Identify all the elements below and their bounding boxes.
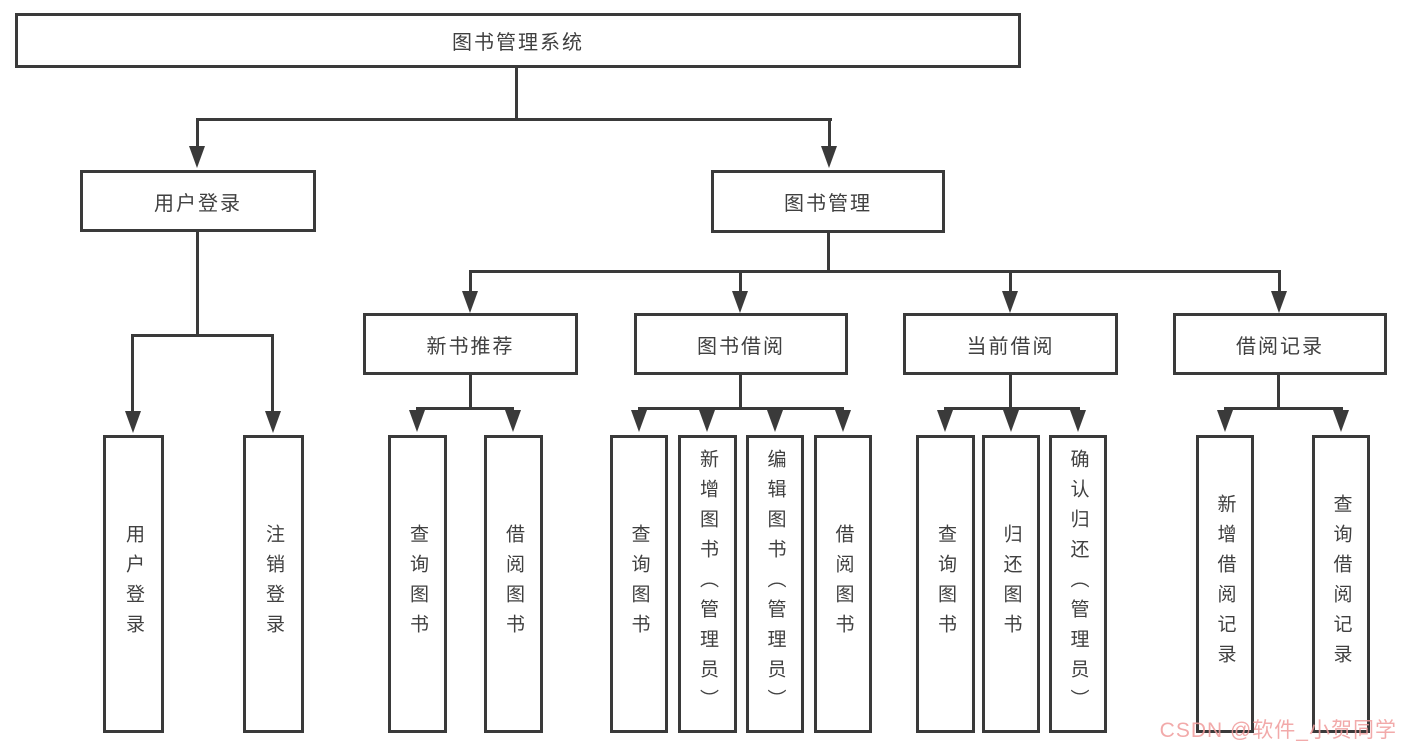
arrow-down-icon <box>125 411 141 433</box>
arrow-down-icon <box>189 146 205 168</box>
arrow-down-icon <box>767 410 783 432</box>
connector-line <box>944 407 1080 410</box>
csdn-watermark: CSDN @软件_小贺同学 <box>1159 719 1397 742</box>
arrow-down-icon <box>409 410 425 432</box>
node-label: 借阅图书 <box>832 524 854 644</box>
arrow-down-icon <box>1003 410 1019 432</box>
node-label: 查询图书 <box>628 524 650 644</box>
leaf-query-borrow-record: 查询借阅记录 <box>1312 435 1370 733</box>
arrow-down-icon <box>1002 291 1018 313</box>
arrow-down-icon <box>937 410 953 432</box>
connector-line <box>469 375 472 410</box>
leaf-borrow-books-borrowing: 借阅图书 <box>814 435 872 733</box>
arrow-down-icon <box>265 411 281 433</box>
connector-line <box>638 407 844 410</box>
node-label: 借阅记录 <box>1236 335 1324 358</box>
leaf-confirm-return-admin: 确认归还（管理员） <box>1049 435 1107 733</box>
connector-line <box>469 270 472 292</box>
node-label: 查询借阅记录 <box>1330 494 1352 674</box>
connector-line <box>1277 375 1280 410</box>
connector-line <box>131 334 134 412</box>
leaf-logout: 注销登录 <box>243 435 304 733</box>
node-label: 图书借阅 <box>697 335 785 358</box>
node-label: 编辑图书（管理员） <box>764 449 786 719</box>
node-label: 图书管理 <box>784 193 872 215</box>
connector-line <box>1278 270 1281 292</box>
node-label: 新增借阅记录 <box>1214 494 1236 674</box>
connector-line <box>1009 375 1012 410</box>
node-label: 用户登录 <box>123 524 144 644</box>
connector-line <box>196 232 199 337</box>
node-label: 查询图书 <box>407 524 428 644</box>
arrow-down-icon <box>1333 410 1349 432</box>
arrow-down-icon <box>462 291 478 313</box>
node-label: 新增图书（管理员） <box>697 449 718 719</box>
node-label: 确认归还（管理员） <box>1067 449 1089 719</box>
node-book-management: 图书管理 <box>711 170 945 233</box>
leaf-add-book-admin: 新增图书（管理员） <box>678 435 737 733</box>
arrow-down-icon <box>699 410 715 432</box>
leaf-borrow-books-recommend: 借阅图书 <box>484 435 543 733</box>
connector-line <box>132 334 274 337</box>
leaf-add-borrow-record: 新增借阅记录 <box>1196 435 1254 733</box>
node-label: 图书管理系统 <box>452 32 584 54</box>
arrow-down-icon <box>1070 410 1086 432</box>
node-book-borrowing: 图书借阅 <box>634 313 848 375</box>
connector-line <box>196 118 832 121</box>
leaf-query-books-recommend: 查询图书 <box>388 435 447 733</box>
leaf-return-books: 归还图书 <box>982 435 1040 733</box>
connector-line <box>1224 407 1343 410</box>
arrow-down-icon <box>1271 291 1287 313</box>
connector-line <box>469 270 1281 273</box>
connector-line <box>828 118 831 148</box>
arrow-down-icon <box>631 410 647 432</box>
connector-line <box>515 66 518 120</box>
node-borrowing-records: 借阅记录 <box>1173 313 1387 375</box>
arrow-down-icon <box>732 291 748 313</box>
node-label: 归还图书 <box>1000 524 1022 644</box>
node-label: 查询图书 <box>935 524 956 644</box>
leaf-user-login: 用户登录 <box>103 435 164 733</box>
node-label: 新书推荐 <box>426 335 515 358</box>
arrow-down-icon <box>1217 410 1233 432</box>
node-current-borrowing: 当前借阅 <box>903 313 1118 375</box>
node-label: 借阅图书 <box>503 524 524 644</box>
node-library-management-system: 图书管理系统 <box>15 13 1021 68</box>
node-label: 当前借阅 <box>966 335 1055 358</box>
node-new-book-recommendation: 新书推荐 <box>363 313 578 375</box>
node-user-login: 用户登录 <box>80 170 316 232</box>
connector-line <box>739 375 742 410</box>
connector-line <box>196 118 199 148</box>
connector-line <box>416 407 514 410</box>
connector-line <box>271 334 274 412</box>
arrow-down-icon <box>821 146 837 168</box>
node-label: 注销登录 <box>263 524 284 644</box>
arrow-down-icon <box>835 410 851 432</box>
connector-line <box>739 270 742 292</box>
node-label: 用户登录 <box>154 192 242 215</box>
leaf-query-books-current: 查询图书 <box>916 435 975 733</box>
leaf-query-books-borrowing: 查询图书 <box>610 435 668 733</box>
connector-line <box>1009 270 1012 292</box>
leaf-edit-book-admin: 编辑图书（管理员） <box>746 435 804 733</box>
arrow-down-icon <box>505 410 521 432</box>
connector-line <box>827 233 830 273</box>
